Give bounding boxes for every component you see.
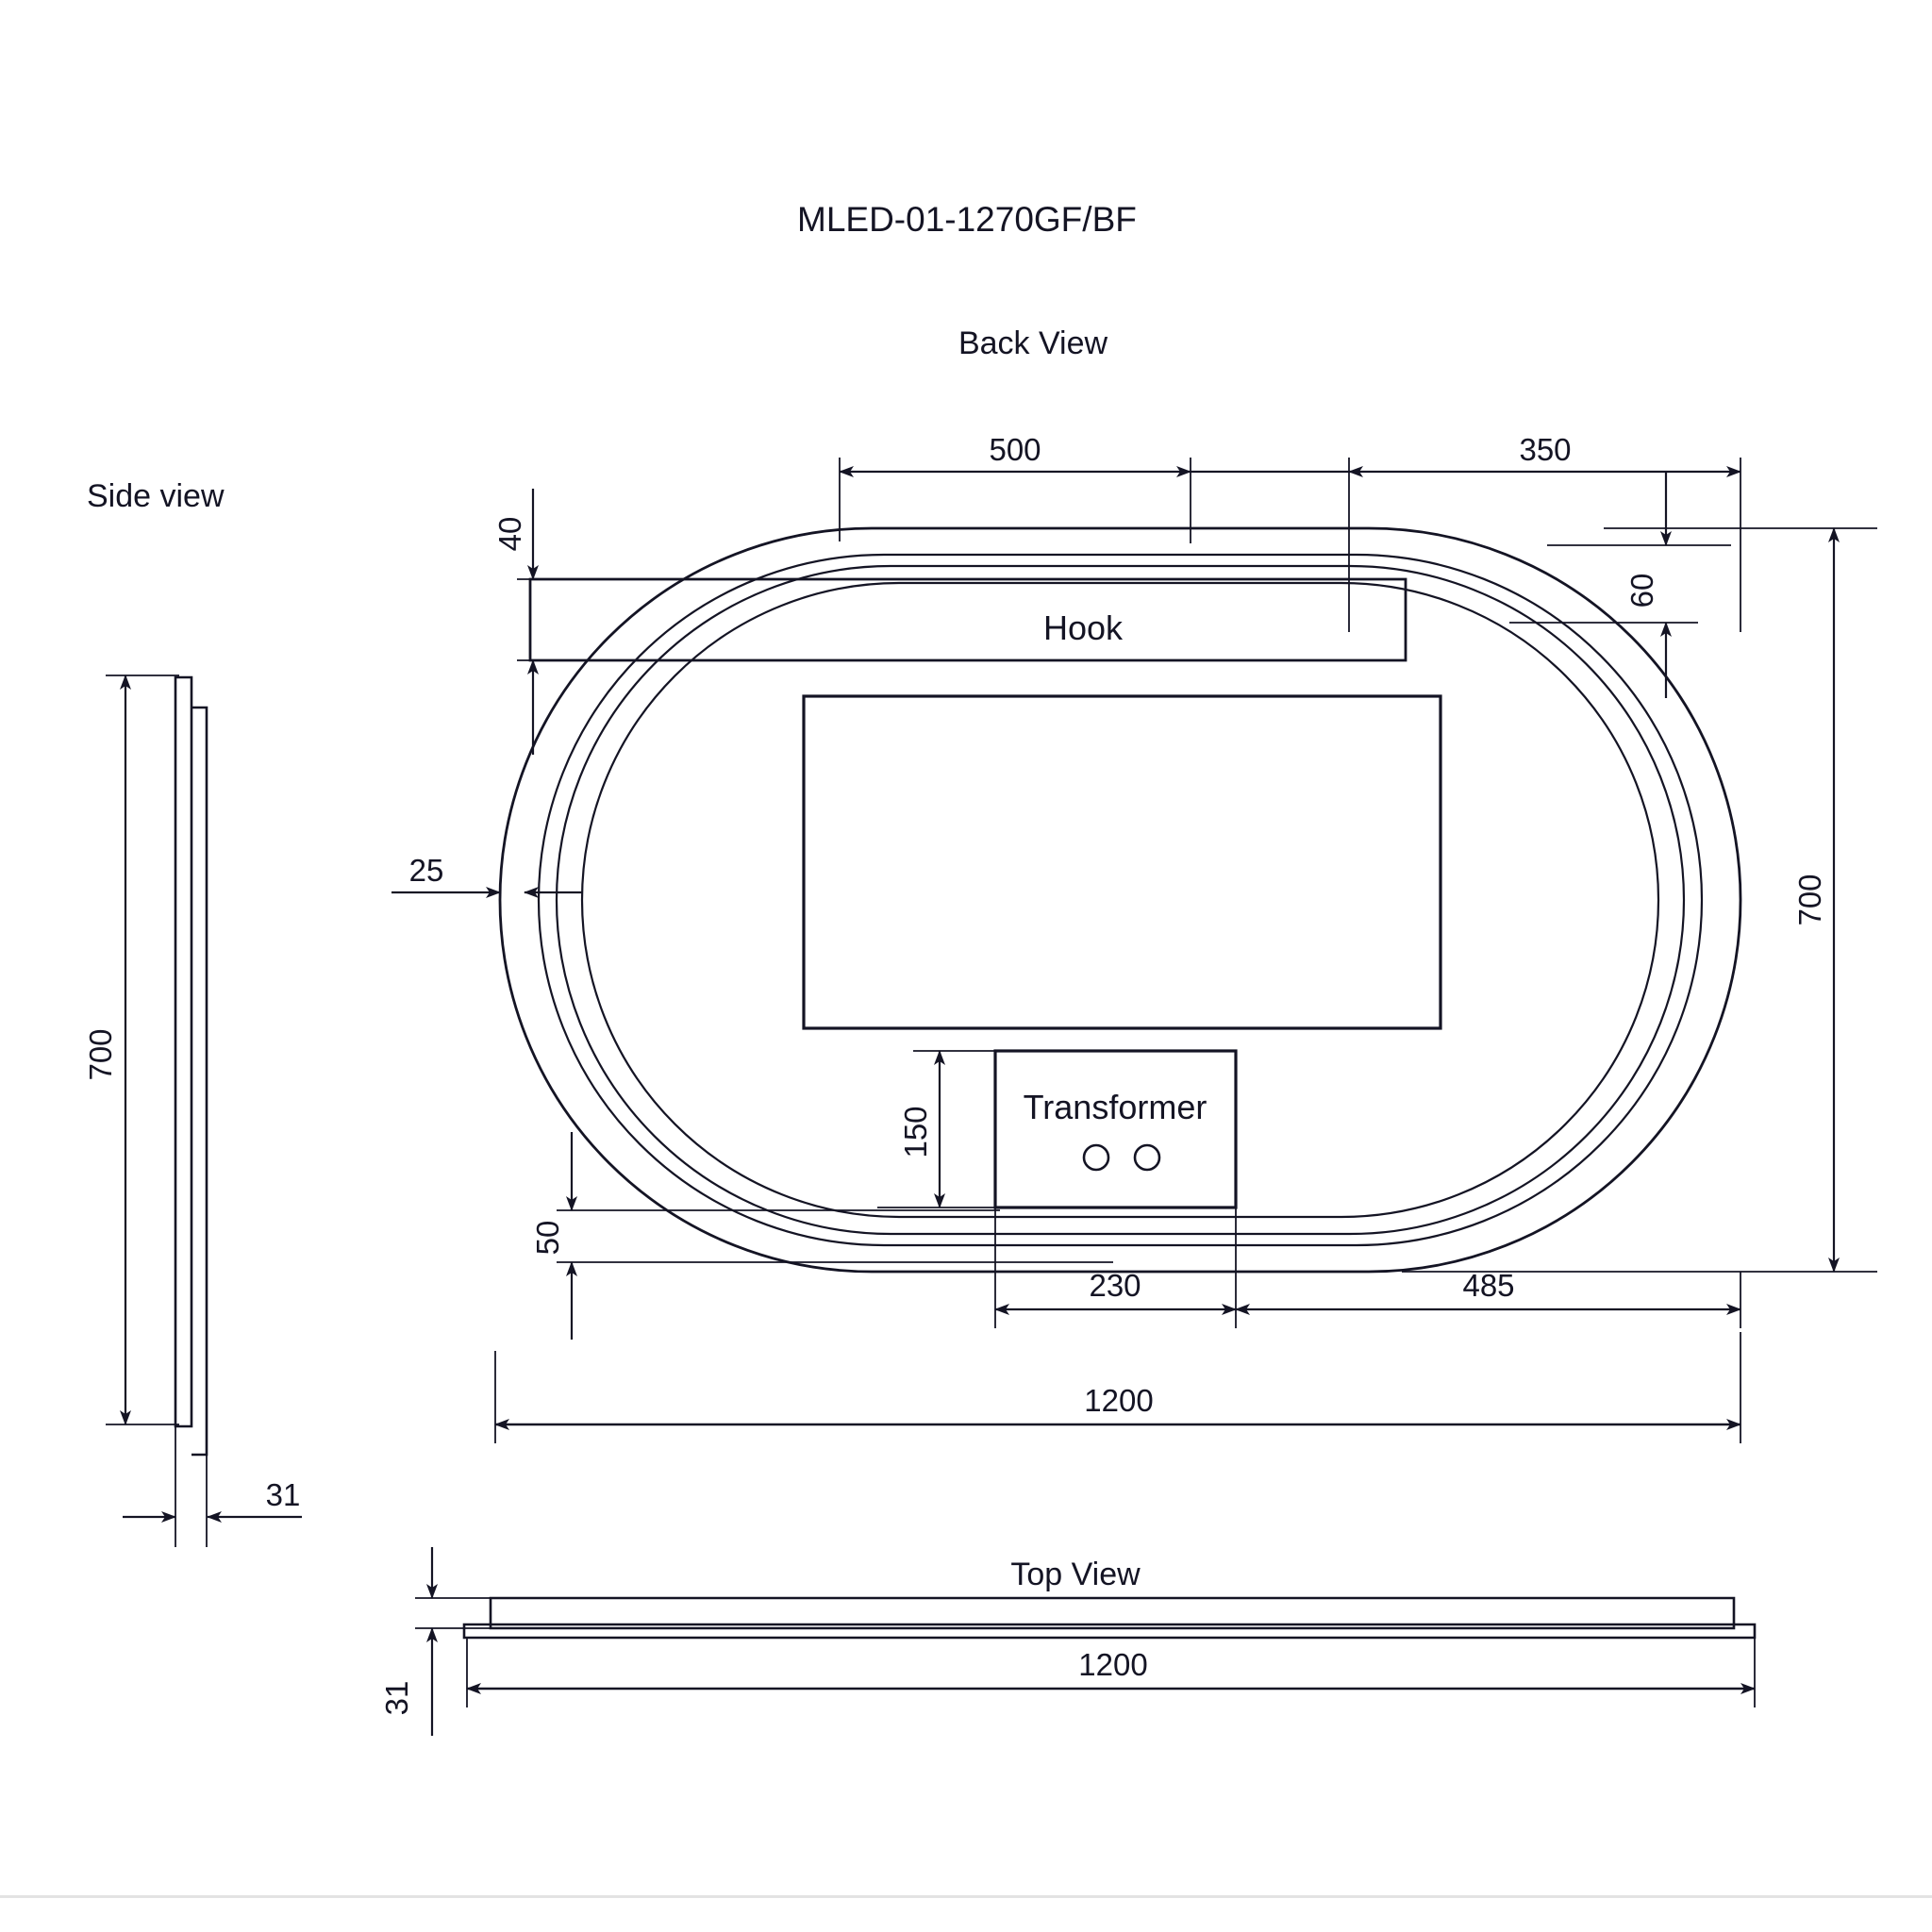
- dim-value-25: 25: [409, 853, 444, 888]
- drawing-title: MLED-01-1270GF/BF: [797, 200, 1137, 239]
- dim-value-50: 50: [530, 1221, 565, 1256]
- transformer-screw-holes: [1082, 1143, 1161, 1172]
- top-view-body: [462, 1596, 1757, 1640]
- hook-bar: [528, 577, 1407, 662]
- dim-value-150: 150: [898, 1106, 933, 1158]
- side-view-label: Side view: [87, 478, 225, 514]
- led-channel-rings: [537, 553, 1704, 1247]
- dim-60-ext: [1509, 544, 1731, 624]
- side-view-body: [174, 675, 208, 1457]
- back-view-oval-body: [498, 526, 1742, 1274]
- sheet-footer-rule: [0, 1895, 1932, 1898]
- dim-top-1200-ext: [466, 1638, 1756, 1707]
- dim-value-500: 500: [989, 432, 1041, 467]
- back-plate-rectangle: [802, 694, 1442, 1030]
- dim-value-1200-back: 1200: [1084, 1383, 1153, 1418]
- back-view-label: Back View: [958, 325, 1108, 361]
- dim-value-700-side: 700: [83, 1028, 118, 1080]
- dim-value-60: 60: [1624, 574, 1659, 608]
- dim-side-31-ext: [175, 1426, 208, 1547]
- dim-50-ext: [557, 1209, 1113, 1263]
- dim-40-ext: [517, 578, 849, 661]
- dim-value-700-back: 700: [1792, 874, 1827, 925]
- top-view-label: Top View: [1010, 1557, 1141, 1592]
- dim-value-485: 485: [1462, 1268, 1514, 1303]
- transformer-label: Transformer: [1024, 1088, 1208, 1126]
- dim-value-31-top: 31: [379, 1681, 414, 1716]
- dim-side-700-ext: [106, 675, 179, 1425]
- dim-value-40: 40: [492, 517, 527, 552]
- dim-value-31-side: 31: [266, 1477, 301, 1512]
- transformer-box: [993, 1049, 1238, 1209]
- dim-value-1200-top: 1200: [1078, 1647, 1147, 1682]
- dim-value-350: 350: [1519, 432, 1571, 467]
- dim-value-230: 230: [1089, 1268, 1141, 1303]
- hook-label: Hook: [1043, 608, 1124, 647]
